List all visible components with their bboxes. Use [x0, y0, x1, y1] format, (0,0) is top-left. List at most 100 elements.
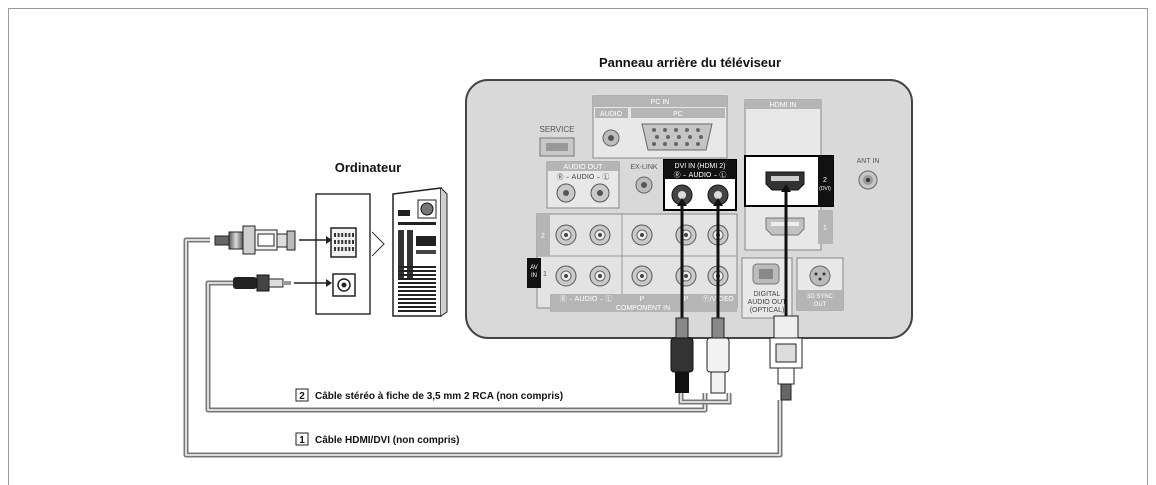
vga-pin: [652, 142, 656, 146]
sync-pin-c: [818, 277, 822, 281]
av-in-tab: [527, 258, 541, 288]
pc-dvi-pin: [341, 233, 344, 237]
vga-pins: [652, 128, 703, 146]
zoom-arrow-icon: [371, 231, 385, 257]
dvi-audio-r-center: [678, 191, 686, 199]
digital-audio-line3: (OPTICAL): [750, 307, 785, 314]
hdmi-in-label: HDMI IN: [770, 102, 797, 109]
vga-pin: [696, 128, 700, 132]
cable-2-label: Câble stéréo à fiche de 3,5 mm 2 RCA (no…: [315, 391, 563, 402]
pc-header: [631, 108, 725, 118]
digital-audio-line2: AUDIO OUT: [748, 299, 788, 306]
pc-tower-grille-slot: [398, 298, 436, 300]
pc-label: PC: [673, 111, 683, 118]
av-row-2-tab: [537, 214, 550, 256]
av-in-sub-label: IN: [531, 273, 537, 279]
vga-pin: [685, 128, 689, 132]
vga-pin: [674, 128, 678, 132]
pc-dvi-pin: [344, 247, 347, 251]
ant-in-jack-pin: [866, 178, 870, 182]
pb-label: P: [640, 296, 645, 303]
ex-link-label: EX-LINK: [630, 164, 658, 171]
pc-dvi-pin: [348, 247, 351, 251]
component-jacks: [555, 224, 729, 287]
vga-pin: [663, 128, 667, 132]
pc-dvi-pin: [334, 240, 336, 244]
pc-tower-grille-slot: [398, 274, 436, 276]
component-in-footer: [550, 303, 737, 312]
pc-dvi-pin: [337, 240, 340, 244]
pc-audio-out-hole: [341, 282, 347, 288]
rca-plug-r: [670, 317, 694, 393]
hdmi-in-header: [745, 100, 821, 109]
sync-out-line2: OUT: [814, 302, 827, 308]
pc-dvi-pin: [337, 247, 340, 251]
cable-1-number: 1: [299, 435, 305, 446]
pc-tower: [392, 187, 448, 317]
sync-out-label-bg: [797, 290, 843, 310]
rca-plug-l: [706, 317, 730, 394]
pc-dvi-pin: [352, 233, 354, 237]
hdmi-dvi-cable-route-core: [185, 239, 781, 456]
pc-dvi-pin: [344, 233, 347, 237]
sync-pin-b: [822, 272, 826, 276]
cable-2-number: 2: [299, 391, 305, 402]
pc-rear-connector-panel: [315, 193, 371, 315]
ex-link-jack-hole: [641, 182, 647, 188]
diagram-frame: [8, 8, 1148, 485]
hdmi-1-label: 1: [823, 225, 827, 232]
pc-tower-grille-slot: [398, 302, 436, 304]
digital-audio-line1: DIGITAL: [754, 291, 781, 298]
rca-jack-pin: [564, 233, 568, 237]
rca-jack-pin: [684, 274, 688, 278]
pc-tower-grille-slot: [398, 294, 436, 296]
audio-out-l-center: [597, 190, 603, 196]
vga-pin: [688, 135, 692, 139]
dvi-in-header: [664, 160, 736, 170]
service-usb-inner: [546, 143, 568, 151]
rca-red-arrowhead: [677, 198, 687, 206]
dvi-audio-l-center: [714, 191, 722, 199]
component-video-footer: [622, 294, 737, 303]
pc-tower-grille-slot: [398, 282, 436, 284]
pc-tower-grille-slot: [398, 270, 436, 272]
dvi-to-pc-arrowhead: [326, 236, 332, 244]
stereo-to-pc-arrowhead: [326, 279, 332, 287]
rca-jack-pin: [640, 233, 644, 237]
pc-dvi-pin: [352, 247, 354, 251]
hdmi-2-port-inner: [771, 176, 799, 181]
component-audio-footer: [550, 294, 622, 303]
pc-tower-grille-slot: [398, 290, 436, 292]
stereo-cable-split-left-core: [680, 393, 730, 403]
pc-tower-grille-slot: [398, 310, 436, 312]
pc-dvi-pin: [348, 233, 351, 237]
audio-out-label: AUDIO OUT: [564, 164, 604, 171]
av-row-1-label: 1: [543, 271, 547, 278]
pc-dvi-pins: [334, 233, 354, 251]
audio-out-header: [547, 162, 619, 171]
vga-pin: [685, 142, 689, 146]
cable-label-2: 2 Câble stéréo à fiche de 3,5 mm 2 RCA (…: [295, 388, 563, 402]
pc-dvi-pin: [337, 233, 340, 237]
stereo-mini-plug: [233, 274, 291, 292]
computer-title: Ordinateur: [335, 160, 401, 175]
pc-in-header: [593, 96, 727, 107]
sync-out-jack: [809, 265, 831, 287]
pr-label: P: [684, 296, 689, 303]
hdmi-2-label: 2: [823, 177, 827, 184]
hdmi-plug: [769, 315, 803, 401]
component-audio-label: Ⓡ – AUDIO – Ⓛ: [560, 295, 613, 303]
vga-pin: [674, 142, 678, 146]
rca-white-arrowhead: [713, 198, 723, 206]
vga-pin: [652, 128, 656, 132]
optical-port-inner: [759, 269, 773, 279]
vga-pin: [666, 135, 670, 139]
dvi-in-label: DVI IN (HDMI 2): [675, 163, 726, 170]
pc-dvi-pin: [334, 233, 336, 237]
dvi-in-channels: Ⓡ – AUDIO – Ⓛ: [674, 171, 727, 179]
pc-audio-header: [595, 108, 628, 118]
hdmi-2-tab: [818, 156, 833, 206]
audio-out-r-center: [563, 190, 569, 196]
pc-dvi-pin: [334, 247, 336, 251]
